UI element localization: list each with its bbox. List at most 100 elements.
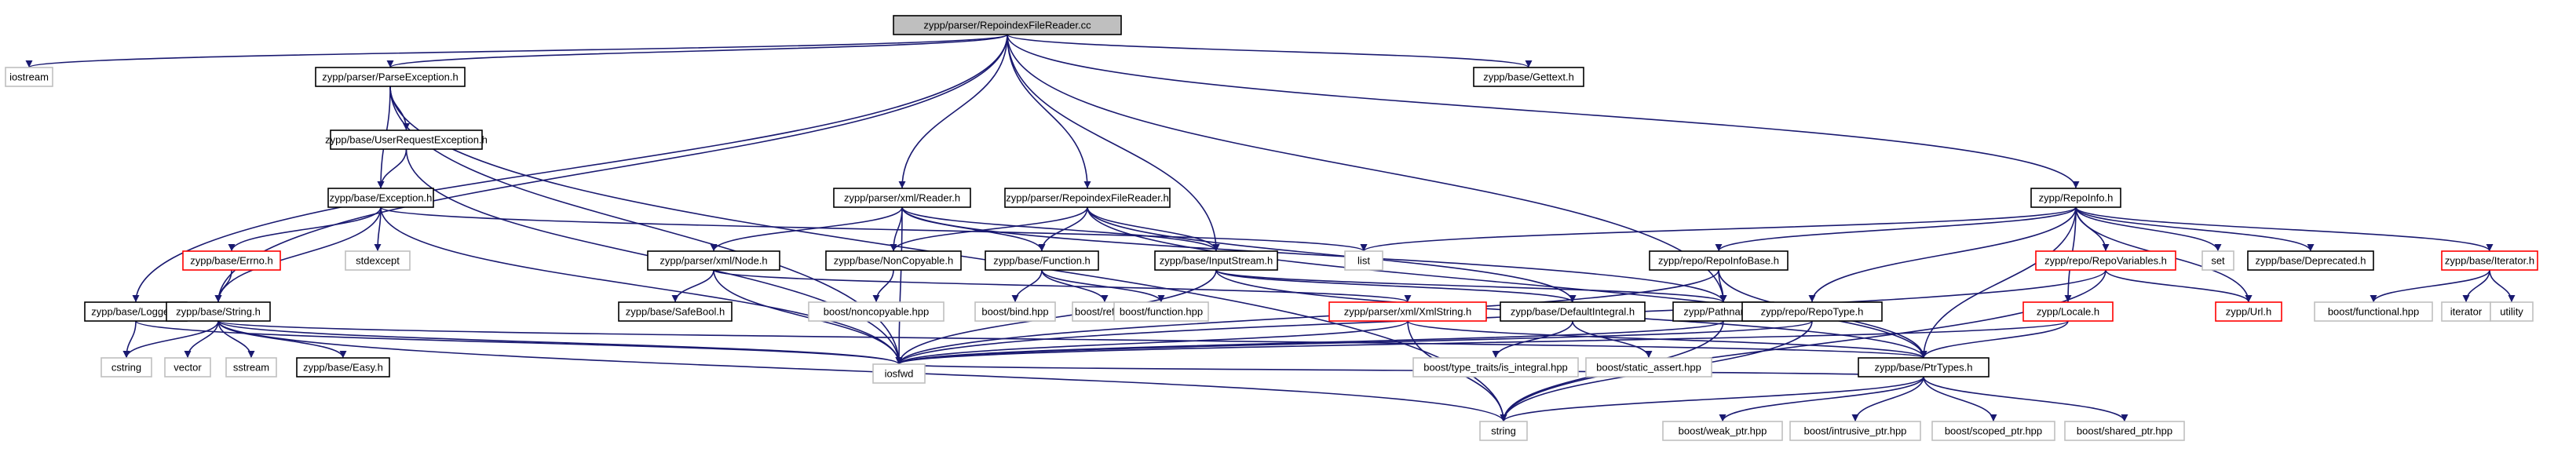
edge-string_h-to-cstring (122, 320, 219, 359)
edge-ptrtypes-to-shared (1923, 376, 2128, 422)
node-xmlnode[interactable]: zypp/parser/xml/Node.h (647, 250, 780, 271)
node-bind: boost/bind.hpp (974, 301, 1056, 322)
node-label: cstring (111, 362, 141, 374)
node-box (872, 363, 926, 384)
node-box (100, 357, 152, 378)
node-box (1412, 357, 1579, 378)
edge-xmlreader-to-xmlnode (710, 206, 903, 252)
edge-errno-to-string_h (214, 269, 232, 303)
node-label: vector (174, 362, 202, 374)
node-noncopyable[interactable]: zypp/base/NonCopyable.h (825, 250, 962, 271)
edge-exception-to-errno (228, 206, 382, 252)
edge-ptrtypes-to-iosfwd (897, 363, 1924, 378)
node-box (1328, 301, 1487, 322)
edge-root-to-xmlreader (898, 34, 1008, 189)
node-gettext[interactable]: zypp/base/Gettext.h (1473, 67, 1584, 87)
node-label: zypp/base/Iterator.h (2445, 255, 2534, 267)
node-rifr[interactable]: zypp/parser/RepoindexFileReader.h (1004, 188, 1171, 208)
node-box (2035, 250, 2176, 271)
node-errno[interactable]: zypp/base/Errno.h (182, 250, 281, 271)
node-box (1344, 250, 1383, 271)
node-easy[interactable]: zypp/base/Easy.h (296, 357, 390, 378)
node-box (1931, 421, 2055, 441)
node-utility: utility (2490, 301, 2534, 322)
node-repoinfobase[interactable]: zypp/repo/RepoInfoBase.h (1649, 250, 1789, 271)
node-box (1473, 67, 1584, 87)
node-iterator: iterator (2441, 301, 2491, 322)
edge-repoinfo-to-ptrtypes (1920, 206, 2077, 359)
node-box (330, 130, 483, 150)
node-cstring: cstring (100, 357, 152, 378)
node-box (164, 357, 211, 378)
node-repotype[interactable]: zypp/repo/RepoType.h (1741, 301, 1883, 322)
edge-xmlreader-to-pathname (901, 206, 1727, 303)
edge-string_h-to-iosfwd (217, 320, 903, 365)
node-label: zypp/base/String.h (176, 306, 261, 318)
node-url[interactable]: zypp/Url.h (2215, 301, 2282, 322)
node-deprecated[interactable]: zypp/base/Deprecated.h (2247, 250, 2374, 271)
node-label: zypp/base/NonCopyable.h (834, 255, 954, 267)
node-label: zypp/base/PtrTypes.h (1874, 362, 1972, 374)
node-box (225, 357, 277, 378)
node-string_h[interactable]: zypp/base/String.h (166, 301, 271, 322)
node-function[interactable]: zypp/base/Function.h (985, 250, 1099, 271)
node-label: boost/type_traits/is_integral.hpp (1423, 362, 1568, 374)
edge-iterator_h-to-iterator (2462, 269, 2490, 303)
node-xmlreader[interactable]: zypp/parser/xml/Reader.h (833, 188, 971, 208)
node-sstream: sstream (225, 357, 277, 378)
node-iterator_h[interactable]: zypp/base/Iterator.h (2441, 250, 2538, 271)
node-set: set (2201, 250, 2234, 271)
edge-repoinfo-to-repoinfobase (1715, 206, 2077, 252)
edge-repoinfo-to-repotype (1808, 206, 2077, 303)
node-label: iosfwd (885, 368, 914, 380)
edge-function-to-bind (1011, 269, 1043, 303)
edge-root-to-rifr (1007, 34, 1091, 189)
node-box (974, 301, 1056, 322)
node-parseexc[interactable]: zypp/parser/ParseException.h (315, 67, 466, 87)
node-root[interactable]: zypp/parser/RepoindexFileReader.cc (893, 15, 1122, 35)
edge-repovars-to-url (2105, 269, 2253, 303)
edge-xmlstring-to-iosfwd (895, 320, 1409, 365)
node-label: sstream (233, 362, 269, 374)
node-label: zypp/base/Easy.h (303, 362, 383, 374)
edge-root-to-inputstream (1007, 34, 1220, 252)
node-list: list (1344, 250, 1383, 271)
node-exception[interactable]: zypp/base/Exception.h (327, 188, 434, 208)
node-ptrtypes[interactable]: zypp/base/PtrTypes.h (1858, 357, 1990, 378)
node-xmlstring[interactable]: zypp/parser/xml/XmlString.h (1328, 301, 1487, 322)
node-box (1154, 250, 1278, 271)
node-label: zypp/base/Function.h (993, 255, 1091, 267)
node-label: boost/function.hpp (1120, 306, 1203, 318)
node-label: boost/bind.hpp (981, 306, 1048, 318)
node-box (2022, 301, 2114, 322)
node-label: zypp/base/DefaultIntegral.h (1511, 306, 1635, 318)
node-repovars[interactable]: zypp/repo/RepoVariables.h (2035, 250, 2176, 271)
node-iosfwd: iosfwd (872, 363, 926, 384)
node-box (1789, 421, 1921, 441)
edge-repotype-to-iosfwd (895, 320, 1813, 365)
node-inputstream[interactable]: zypp/base/InputStream.h (1154, 250, 1278, 271)
node-label: zypp/repo/RepoType.h (1761, 306, 1864, 318)
node-vector: vector (164, 357, 211, 378)
node-repoinfo[interactable]: zypp/RepoInfo.h (2030, 188, 2121, 208)
edge-layer (26, 34, 2516, 422)
edge-string_h-to-ptrtypes (217, 320, 1927, 359)
node-box (1004, 188, 1171, 208)
node-box (2064, 421, 2185, 441)
node-label: boost/scoped_ptr.hpp (1945, 425, 2042, 437)
edge-root-to-gettext (1007, 34, 1533, 68)
node-box (315, 67, 466, 87)
edge-string_h-to-sstream (217, 320, 255, 359)
edge-string_h-to-string (217, 320, 1507, 422)
edge-defint-to-staticassert (1572, 320, 1653, 359)
node-safebool[interactable]: zypp/base/SafeBool.h (618, 301, 733, 322)
node-label: zypp/parser/RepoindexFileReader.h (1006, 192, 1168, 204)
node-defint[interactable]: zypp/base/DefaultIntegral.h (1500, 301, 1646, 322)
node-userreq[interactable]: zypp/base/UserRequestException.h (325, 130, 488, 150)
node-box (825, 250, 962, 271)
node-locale[interactable]: zypp/Locale.h (2022, 301, 2114, 322)
node-label: zypp/parser/RepoindexFileReader.cc (923, 20, 1091, 31)
edge-locale-to-ptrtypes (1920, 320, 2069, 359)
node-label: string (1491, 425, 1516, 437)
node-label: zypp/base/Gettext.h (1483, 71, 1574, 83)
